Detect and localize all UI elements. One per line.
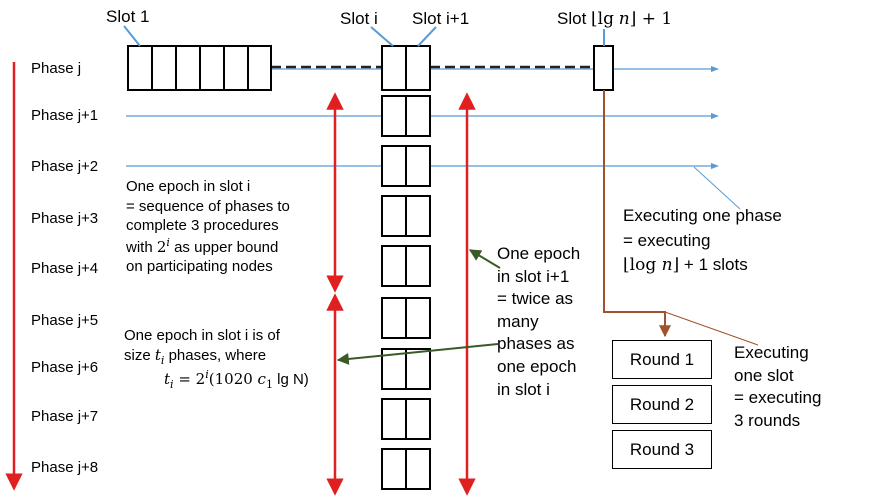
phase-label-j8: Phase j+8 bbox=[31, 459, 99, 476]
slot-i1-box bbox=[405, 448, 431, 490]
round-1-label: Round 1 bbox=[629, 349, 695, 369]
phase-note-line2: = executing bbox=[623, 230, 711, 250]
size-note-pointer bbox=[336, 343, 499, 365]
slot-i1-label: Slot i+1 bbox=[412, 9, 470, 28]
size-note-line1: One epoch in slot i is of bbox=[124, 327, 280, 344]
twice-note-line: many bbox=[497, 311, 539, 331]
twice-note-pointer bbox=[468, 249, 501, 269]
phase-label-j2: Phase j+2 bbox=[31, 158, 99, 175]
epoch-note: One epoch in slot i = sequence of phases… bbox=[126, 177, 290, 277]
phase-note-callout bbox=[693, 166, 741, 210]
phase-note: Executing one phase = executing ⌊log n⌋ … bbox=[623, 204, 782, 278]
last-slot-box bbox=[593, 45, 614, 91]
slot-i1-box bbox=[405, 145, 431, 187]
slot-i1-box bbox=[405, 95, 431, 137]
phase-label-j3: Phase j+3 bbox=[31, 210, 99, 227]
size-note-line3: ti = 2i(1020 c1 lg N) bbox=[164, 367, 309, 391]
slot-note-line: Executing bbox=[734, 343, 809, 362]
twice-note: One epoch in slot i+1 = twice as many ph… bbox=[497, 243, 580, 401]
round-3-box: Round 3 bbox=[612, 430, 712, 469]
round-2-label: Round 2 bbox=[629, 394, 695, 414]
round-3-label: Round 3 bbox=[629, 439, 695, 459]
slot-i1-box bbox=[405, 195, 431, 237]
slot-i-box bbox=[381, 145, 407, 187]
slot1-label: Slot 1 bbox=[106, 7, 150, 26]
phase-label-j: Phase j bbox=[31, 60, 82, 77]
slot-i1-box bbox=[405, 45, 431, 91]
slot-i-box bbox=[381, 245, 407, 287]
slot-note-line: one slot bbox=[734, 365, 794, 385]
slot-note-callout bbox=[664, 311, 759, 346]
slot-last-label: Slot ⌊lg n⌋ + 1 bbox=[557, 9, 672, 29]
phase-note-line3: ⌊log n⌋ + 1 slots bbox=[623, 255, 748, 276]
size-note: One epoch in slot i is of size ti phases… bbox=[124, 326, 309, 392]
slot-pair-column bbox=[381, 45, 431, 490]
epoch-note-line3: complete 3 procedures bbox=[126, 217, 279, 234]
slot-note-line: = executing bbox=[734, 388, 822, 408]
slot-i-box bbox=[381, 45, 407, 91]
slot-i-box bbox=[381, 398, 407, 440]
slot-i-box bbox=[381, 448, 407, 490]
slot-i-box bbox=[381, 195, 407, 237]
phase-label-j1: Phase j+1 bbox=[31, 107, 99, 124]
slot-note-line: 3 rounds bbox=[734, 410, 801, 430]
phase-note-line1: Executing one phase bbox=[623, 206, 782, 225]
floor-open: ⌊ bbox=[591, 9, 598, 29]
slot-note: Executing one slot = executing 3 rounds bbox=[734, 342, 821, 432]
twice-note-line: in slot i+1 bbox=[497, 266, 570, 286]
slot-last-prefix: Slot bbox=[557, 9, 592, 28]
epoch-note-line2: = sequence of phases to bbox=[126, 197, 290, 215]
slot-i1-box bbox=[405, 348, 431, 390]
slot-last-n: n bbox=[618, 9, 630, 29]
slot-last-lg: lg bbox=[597, 9, 614, 29]
slot-i1-pointer bbox=[417, 26, 437, 47]
round-2-box: Round 2 bbox=[612, 385, 712, 424]
epoch-note-line5: on participating nodes bbox=[126, 258, 273, 275]
slot1-pointer bbox=[123, 25, 141, 47]
slot-i1-box bbox=[405, 398, 431, 440]
slot-i1-box bbox=[405, 297, 431, 339]
phase-label-j4: Phase j+4 bbox=[31, 260, 99, 277]
slot-i-pointer bbox=[370, 26, 394, 47]
twice-note-line: in slot i bbox=[497, 379, 550, 399]
twice-note-line: phases as bbox=[497, 334, 575, 354]
slot-i1-box bbox=[405, 245, 431, 287]
size-note-line2: size ti phases, where bbox=[124, 345, 267, 367]
slot-i-label: Slot i bbox=[340, 9, 378, 28]
phase-label-j6: Phase j+6 bbox=[31, 359, 99, 376]
slot1-boxes bbox=[127, 45, 272, 91]
epoch-note-line4: with 2i as upper bound bbox=[126, 235, 279, 256]
phase-label-j7: Phase j+7 bbox=[31, 408, 99, 425]
twice-note-line: one epoch bbox=[497, 357, 577, 377]
floor-close: ⌋ bbox=[629, 9, 637, 29]
twice-note-line: = twice as bbox=[497, 289, 574, 309]
slot-last-suffix: + 1 bbox=[636, 9, 673, 29]
slot-i-box bbox=[381, 297, 407, 339]
epoch-note-line1: One epoch in slot i bbox=[126, 178, 251, 195]
slot-to-rounds-connector bbox=[603, 90, 671, 338]
twice-note-line: One epoch bbox=[497, 244, 581, 263]
round-1-box: Round 1 bbox=[612, 340, 712, 379]
slot-i-box bbox=[381, 95, 407, 137]
phase-label-j5: Phase j+5 bbox=[31, 312, 99, 329]
